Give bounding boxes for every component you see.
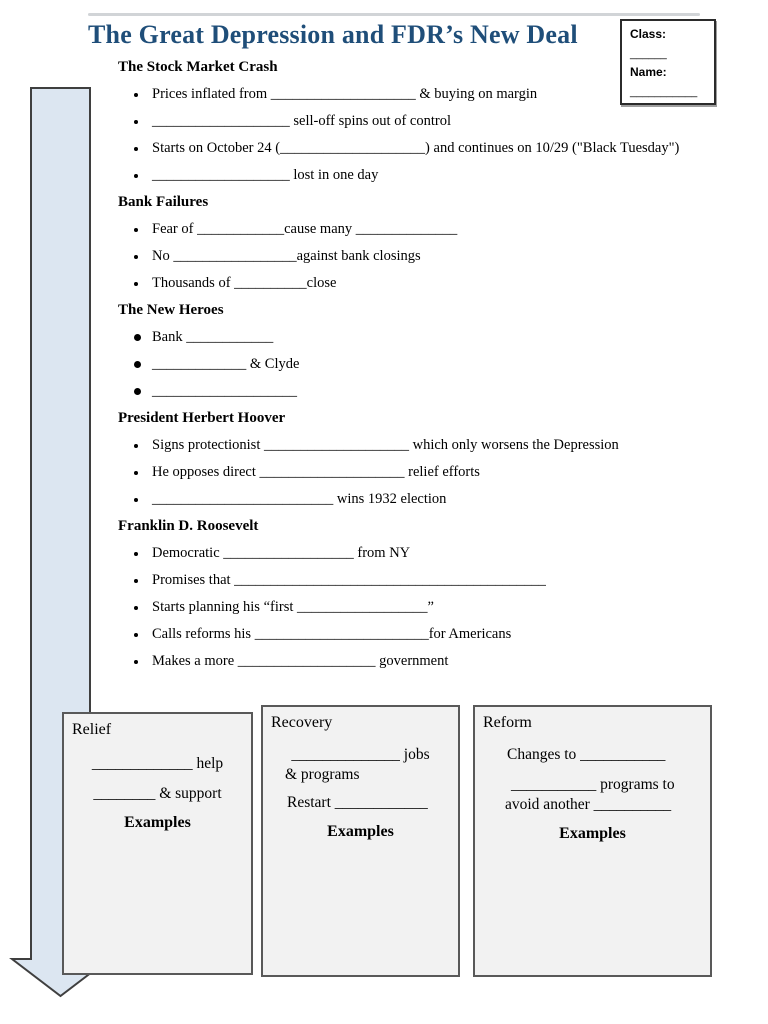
bullet-item: ___________________ lost in one day [118, 166, 714, 185]
section-stock-market-crash: The Stock Market Crash Prices inflated f… [118, 58, 714, 185]
scan-artifact-line [88, 13, 700, 16]
page-title: The Great Depression and FDR’s New Deal [88, 20, 578, 49]
box-blank-line: ______________ jobs [291, 746, 430, 763]
section-bank-failures: Bank Failures Fear of ____________cause … [118, 193, 714, 293]
section-new-heroes: The New Heroes Bank ____________ _______… [118, 301, 714, 401]
bullet-text: _________________________ wins 1932 elec… [152, 491, 447, 507]
bullet-icon [118, 382, 152, 401]
bullet-icon [118, 571, 152, 590]
section-heading: Franklin D. Roosevelt [118, 518, 259, 534]
relief-box: Relief _____________ help ________ & sup… [62, 712, 253, 975]
box-blank-line: ___________ programs to [511, 776, 675, 793]
bullet-icon [118, 139, 152, 158]
bullet-item: Thousands of __________close [118, 274, 714, 293]
bullet-text: Makes a more ___________________ governm… [152, 653, 449, 669]
section-heading: Bank Failures [118, 194, 209, 210]
box-blank-line: _____________ help [91, 755, 224, 772]
bullet-icon [118, 166, 152, 185]
bullet-text: Calls reforms his ______________________… [152, 626, 512, 642]
bullet-item: Democratic __________________ from NY [118, 544, 714, 563]
box-blank-line: ________ & support [93, 785, 222, 802]
bullet-icon [118, 274, 152, 293]
bullet-text: Starts on October 24 (__________________… [152, 140, 680, 156]
bullet-text: ___________________ lost in one day [152, 167, 379, 183]
bullet-icon [118, 463, 152, 482]
box-blank-line: Restart ____________ [287, 794, 428, 811]
bullet-text: Promises that __________________________… [152, 572, 546, 588]
name-blank-line: ___________ [630, 86, 698, 98]
bullet-icon [118, 85, 152, 104]
bullet-item: Promises that __________________________… [118, 571, 714, 590]
bullet-icon [118, 328, 152, 347]
bullet-text: Thousands of __________close [152, 275, 337, 291]
bullet-item: ____________________ [118, 382, 714, 401]
examples-label: Examples [559, 825, 626, 842]
bullet-text: Fear of ____________cause many _________… [152, 221, 458, 237]
worksheet-body: The Stock Market Crash Prices inflated f… [118, 58, 714, 679]
box-title: Reform [483, 714, 532, 731]
box-title: Relief [72, 721, 112, 738]
bullet-item: Calls reforms his ______________________… [118, 625, 714, 644]
box-blank-line: & programs [285, 766, 360, 783]
bullet-item: Prices inflated from ___________________… [118, 85, 714, 104]
recovery-box: Recovery ______________ jobs & programs … [261, 705, 460, 977]
bullet-text: Bank ____________ [152, 329, 274, 345]
bullet-icon [118, 490, 152, 509]
bullet-icon [118, 355, 152, 374]
bullet-icon [118, 112, 152, 131]
bullet-item: _____________ & Clyde [118, 355, 714, 374]
bullet-icon [118, 625, 152, 644]
bullet-text: Signs protectionist ____________________… [152, 437, 619, 453]
class-blank-line: ______ [630, 48, 667, 60]
box-title: Recovery [271, 714, 333, 731]
section-heading: The Stock Market Crash [118, 59, 278, 75]
section-franklin-roosevelt: Franklin D. Roosevelt Democratic _______… [118, 517, 714, 671]
bullet-icon [118, 544, 152, 563]
bullet-item: No _________________against bank closing… [118, 247, 714, 266]
bullet-icon [118, 247, 152, 266]
examples-label: Examples [327, 823, 394, 840]
class-label: Class: [630, 27, 667, 41]
bullet-item: ___________________ sell-off spins out o… [118, 112, 714, 131]
bullet-text: No _________________against bank closing… [152, 248, 421, 264]
bullet-item: Starts on October 24 (__________________… [118, 139, 714, 158]
bullet-text: He opposes direct ____________________ r… [152, 464, 480, 480]
class-name-box: Class: ______ Name: ___________ [620, 19, 716, 105]
bullet-icon [118, 220, 152, 239]
bullet-item: Fear of ____________cause many _________… [118, 220, 714, 239]
section-herbert-hoover: President Herbert Hoover Signs protectio… [118, 409, 714, 509]
bullet-text: Democratic __________________ from NY [152, 545, 411, 561]
bullet-item: He opposes direct ____________________ r… [118, 463, 714, 482]
reform-box: Reform Changes to ___________ __________… [473, 705, 712, 977]
bullet-item: Bank ____________ [118, 328, 714, 347]
bullet-item: Signs protectionist ____________________… [118, 436, 714, 455]
bullet-text: Starts planning his “first _____________… [152, 599, 434, 615]
bullet-icon [118, 436, 152, 455]
bullet-item: _________________________ wins 1932 elec… [118, 490, 714, 509]
bullet-icon [118, 598, 152, 617]
bullet-text: ____________________ [152, 383, 297, 399]
bullet-text: _____________ & Clyde [152, 356, 300, 372]
bullet-text: ___________________ sell-off spins out o… [152, 113, 451, 129]
bullet-item: Starts planning his “first _____________… [118, 598, 714, 617]
bullet-text: Prices inflated from ___________________… [152, 86, 538, 102]
section-heading: The New Heroes [118, 302, 224, 318]
box-blank-line: avoid another __________ [505, 796, 672, 813]
bullet-icon [118, 652, 152, 671]
section-heading: President Herbert Hoover [118, 410, 286, 426]
bullet-item: Makes a more ___________________ governm… [118, 652, 714, 671]
examples-label: Examples [124, 814, 191, 831]
name-label: Name: [630, 65, 667, 79]
box-blank-line: Changes to ___________ [507, 746, 666, 763]
